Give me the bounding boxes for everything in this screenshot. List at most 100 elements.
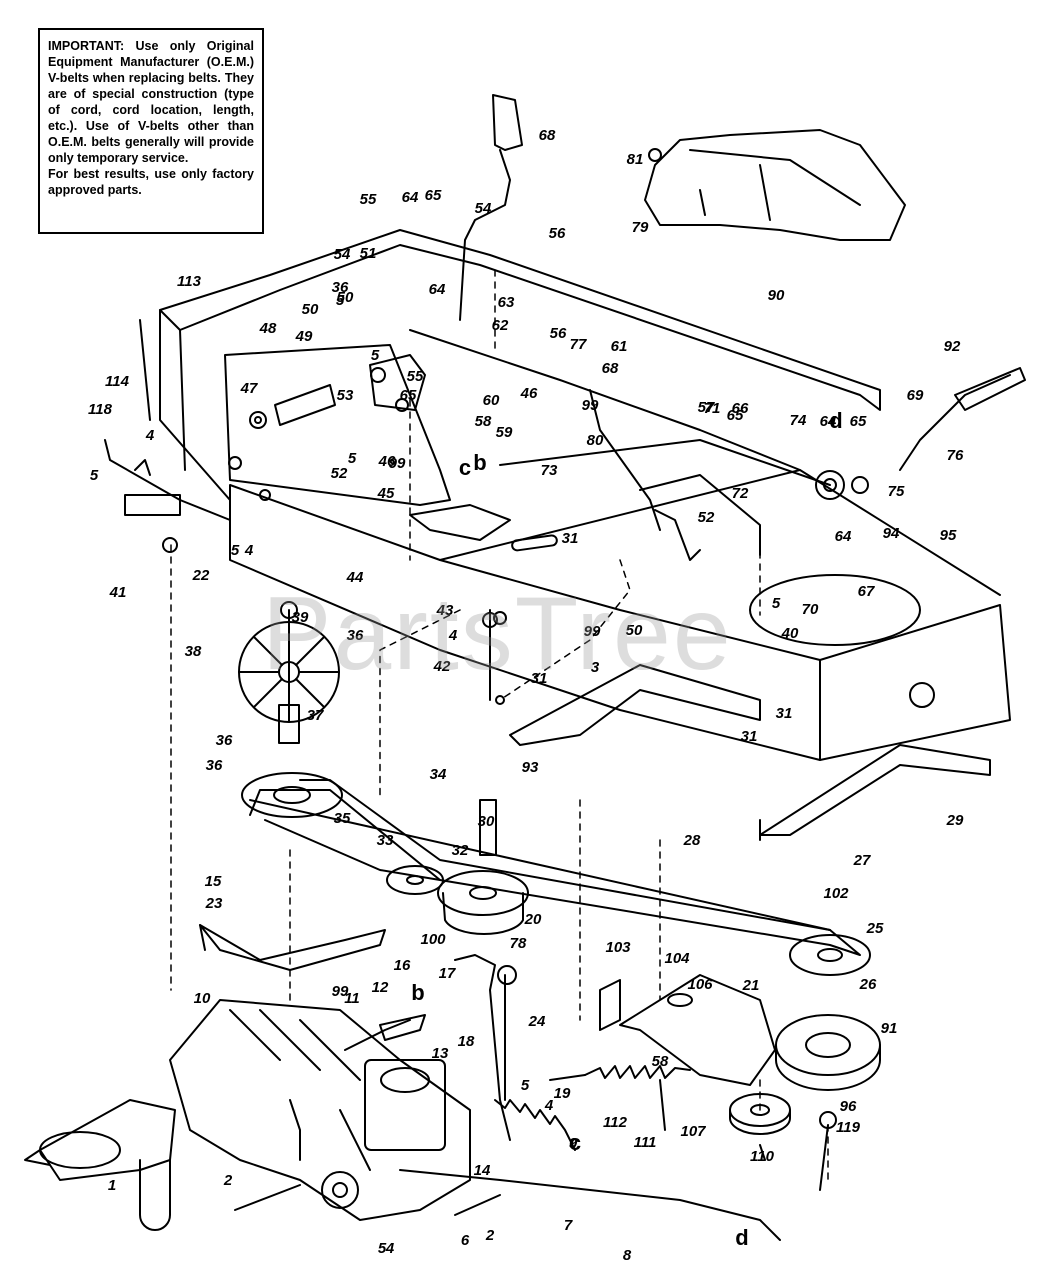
- callout-43: 43: [436, 602, 454, 619]
- drive-belt: [249, 779, 861, 956]
- callout-53: 53: [337, 387, 354, 404]
- callout-54: 54: [475, 200, 492, 217]
- callout-56: 56: [549, 225, 566, 242]
- reference-letter-b: b: [473, 450, 486, 475]
- callout-74: 74: [790, 412, 807, 429]
- callout-4: 4: [145, 427, 155, 444]
- callout-64: 64: [835, 528, 852, 545]
- callout-2: 2: [485, 1227, 495, 1244]
- callout-31: 31: [776, 705, 793, 722]
- callout-65: 65: [850, 413, 867, 430]
- callout-5: 5: [378, 1240, 387, 1257]
- callout-29: 29: [946, 812, 964, 829]
- callout-91: 91: [881, 1020, 898, 1037]
- callout-4: 4: [385, 1240, 395, 1257]
- callout-92: 92: [944, 338, 961, 355]
- callout-68: 68: [539, 127, 556, 144]
- callout-42: 42: [433, 658, 451, 675]
- callout-5: 5: [772, 595, 781, 612]
- callout-106: 106: [687, 976, 713, 993]
- callout-35: 35: [334, 810, 351, 827]
- callout-41: 41: [109, 584, 127, 601]
- callout-32: 32: [452, 842, 469, 859]
- callout-52: 52: [698, 509, 715, 526]
- callout-8: 8: [623, 1247, 632, 1264]
- callout-9: 9: [569, 1135, 578, 1152]
- callout-48: 48: [259, 320, 277, 337]
- callout-56: 56: [550, 325, 567, 342]
- callout-112: 112: [603, 1114, 628, 1131]
- callout-59: 59: [496, 424, 513, 441]
- bracket-15: [199, 924, 386, 971]
- callout-77: 77: [570, 336, 587, 353]
- callout-37: 37: [307, 707, 324, 724]
- electric-clutch: [775, 1014, 881, 1091]
- chute-shroud: [644, 129, 906, 241]
- spring: [584, 1065, 691, 1079]
- callout-113: 113: [177, 273, 202, 290]
- callout-46: 46: [520, 385, 538, 402]
- reference-letter-b: b: [411, 980, 424, 1005]
- reference-letter-c: c: [569, 1130, 581, 1155]
- u-bolt: [139, 1159, 171, 1231]
- callout-19: 19: [554, 1085, 571, 1102]
- callout-39: 39: [292, 609, 309, 626]
- callout-40: 40: [781, 625, 799, 642]
- callout-5: 5: [90, 467, 99, 484]
- callout-64: 64: [402, 189, 419, 206]
- callout-36: 36: [216, 732, 233, 749]
- callout-100: 100: [420, 931, 446, 948]
- callout-66: 66: [732, 400, 749, 417]
- callout-79: 79: [632, 219, 649, 236]
- notice-text: Use only Original Equipment Manufacturer…: [48, 39, 254, 165]
- main-chassis: [229, 484, 1011, 761]
- callout-107: 107: [680, 1123, 706, 1140]
- pulley-25: [789, 934, 871, 976]
- transaxle: [24, 999, 471, 1221]
- callout-50: 50: [337, 289, 354, 306]
- callout-71: 71: [704, 400, 721, 417]
- callout-51: 51: [360, 245, 377, 262]
- callout-5: 5: [521, 1077, 530, 1094]
- callout-67: 67: [858, 583, 875, 600]
- callout-54: 54: [334, 246, 351, 263]
- callout-55: 55: [407, 368, 424, 385]
- callout-95: 95: [940, 527, 957, 544]
- callout-69: 69: [907, 387, 924, 404]
- callout-61: 61: [611, 338, 628, 355]
- callout-3: 3: [591, 659, 600, 676]
- pulley-opening: [749, 574, 921, 646]
- side-panel: [224, 344, 451, 506]
- callout-30: 30: [478, 813, 495, 830]
- callout-103: 103: [605, 939, 631, 956]
- callout-52: 52: [331, 465, 348, 482]
- callout-62: 62: [492, 317, 509, 334]
- lift-handle: [899, 374, 1011, 471]
- callout-99: 99: [582, 397, 599, 414]
- callout-17: 17: [439, 965, 456, 982]
- bracket: [409, 504, 511, 541]
- callout-96: 96: [840, 1098, 857, 1115]
- bracket-29: [759, 744, 991, 836]
- plate: [509, 664, 761, 746]
- callout-94: 94: [883, 525, 900, 542]
- linkage-rod: [409, 329, 801, 471]
- callout-68: 68: [602, 360, 619, 377]
- callout-63: 63: [498, 294, 515, 311]
- callout-5: 5: [336, 292, 345, 309]
- callout-1: 1: [108, 1177, 116, 1194]
- callout-31: 31: [562, 530, 579, 547]
- callout-49: 49: [295, 328, 313, 345]
- callout-15: 15: [205, 873, 222, 890]
- callout-75: 75: [888, 483, 905, 500]
- callout-73: 73: [541, 462, 558, 479]
- upper-frame: [159, 229, 881, 411]
- callout-99: 99: [584, 623, 601, 640]
- callout-31: 31: [531, 670, 548, 687]
- callout-36: 36: [206, 757, 223, 774]
- callout-46: 46: [378, 453, 396, 470]
- callout-65: 65: [425, 187, 442, 204]
- callout-111: 111: [634, 1134, 657, 1151]
